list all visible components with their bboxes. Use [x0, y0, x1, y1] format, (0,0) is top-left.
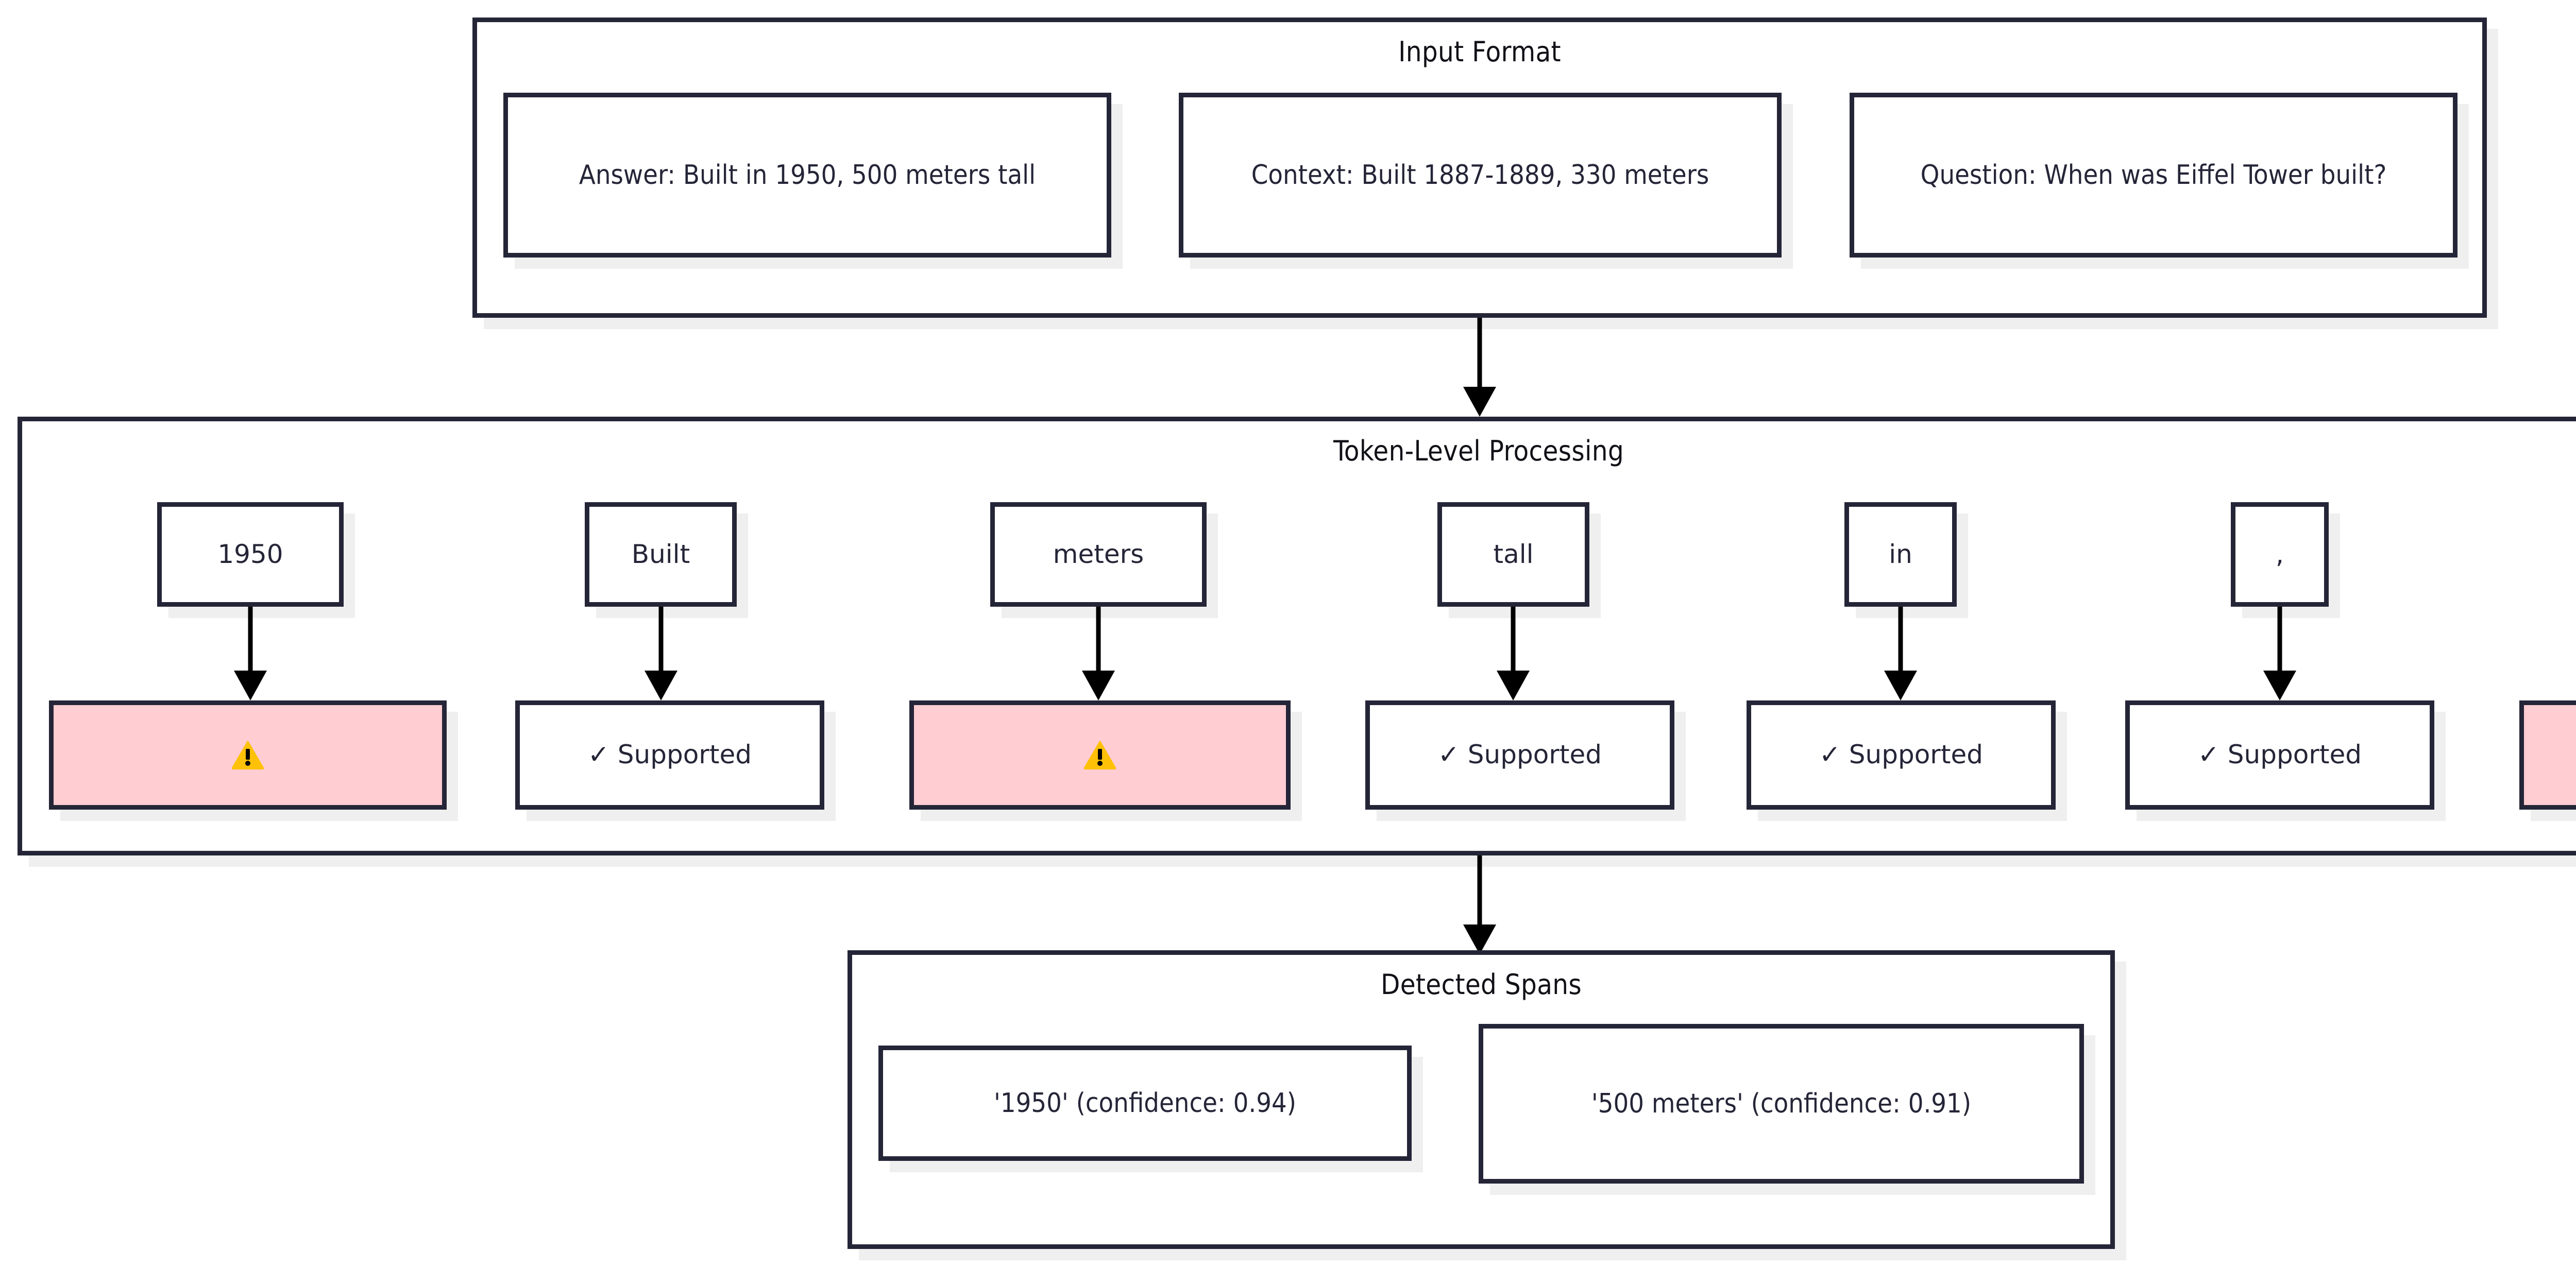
status-box-500-unsupported[interactable]: [2519, 700, 2576, 810]
status-label: ✓ Supported: [2198, 740, 2362, 770]
token-box-built[interactable]: Built: [585, 502, 737, 607]
arrow-token-meters-to-status: [1082, 607, 1115, 700]
token-box-comma[interactable]: ,: [2231, 502, 2329, 607]
arrow-input-to-tokens: [1463, 318, 1496, 417]
node-answer[interactable]: Answer: Built in 1950, 500 meters tall: [503, 93, 1111, 258]
token-label: ,: [2276, 539, 2284, 569]
span-box-1950[interactable]: '1950' (confidence: 0.94): [878, 1046, 1412, 1161]
token-box-tall[interactable]: tall: [1437, 502, 1589, 607]
warning-icon: [1084, 741, 1116, 769]
span-label: '500 meters' (confidence: 0.91): [1591, 1088, 1972, 1119]
arrow-token-1950-to-status: [234, 607, 267, 700]
cluster-title-input-format: Input Format: [1398, 36, 1561, 68]
arrow-token-tall-to-status: [1497, 607, 1530, 700]
token-label: tall: [1493, 539, 1534, 569]
token-box-1950[interactable]: 1950: [157, 502, 344, 607]
token-label: 1950: [217, 539, 283, 569]
node-context-label: Context: Built 1887-1889, 330 meters: [1251, 159, 1709, 191]
arrow-token-in-to-status: [1884, 607, 1917, 700]
node-question[interactable]: Question: When was Eiffel Tower built?: [1850, 93, 2458, 258]
status-label: ✓ Supported: [1819, 740, 1983, 770]
status-box-tall-supported[interactable]: ✓ Supported: [1365, 700, 1674, 810]
span-label: '1950' (confidence: 0.94): [994, 1087, 1296, 1119]
cluster-title-detected-spans: Detected Spans: [1381, 968, 1582, 1001]
node-context[interactable]: Context: Built 1887-1889, 330 meters: [1179, 93, 1782, 258]
status-box-1950-unsupported[interactable]: [49, 700, 447, 810]
status-box-meters-unsupported[interactable]: [909, 700, 1291, 810]
status-label: ✓ Supported: [1438, 740, 1602, 770]
arrow-token-built-to-status: [645, 607, 677, 700]
token-box-in[interactable]: in: [1844, 502, 1957, 607]
cluster-title-token-processing: Token-Level Processing: [1333, 435, 1624, 467]
status-box-comma-supported[interactable]: ✓ Supported: [2125, 700, 2434, 810]
arrow-token-comma-to-status: [2263, 607, 2296, 700]
token-label: Built: [631, 539, 690, 569]
node-question-label: Question: When was Eiffel Tower built?: [1920, 159, 2387, 191]
status-label: ✓ Supported: [588, 740, 752, 770]
node-answer-label: Answer: Built in 1950, 500 meters tall: [579, 159, 1036, 191]
token-box-meters[interactable]: meters: [990, 502, 1207, 607]
token-label: in: [1889, 539, 1912, 569]
span-box-500-meters[interactable]: '500 meters' (confidence: 0.91): [1479, 1024, 2084, 1184]
status-box-in-supported[interactable]: ✓ Supported: [1747, 700, 2056, 810]
token-label: meters: [1053, 539, 1144, 569]
warning-icon: [232, 741, 264, 769]
arrow-tokens-to-spans: [1463, 855, 1496, 954]
status-box-built-supported[interactable]: ✓ Supported: [515, 700, 824, 810]
